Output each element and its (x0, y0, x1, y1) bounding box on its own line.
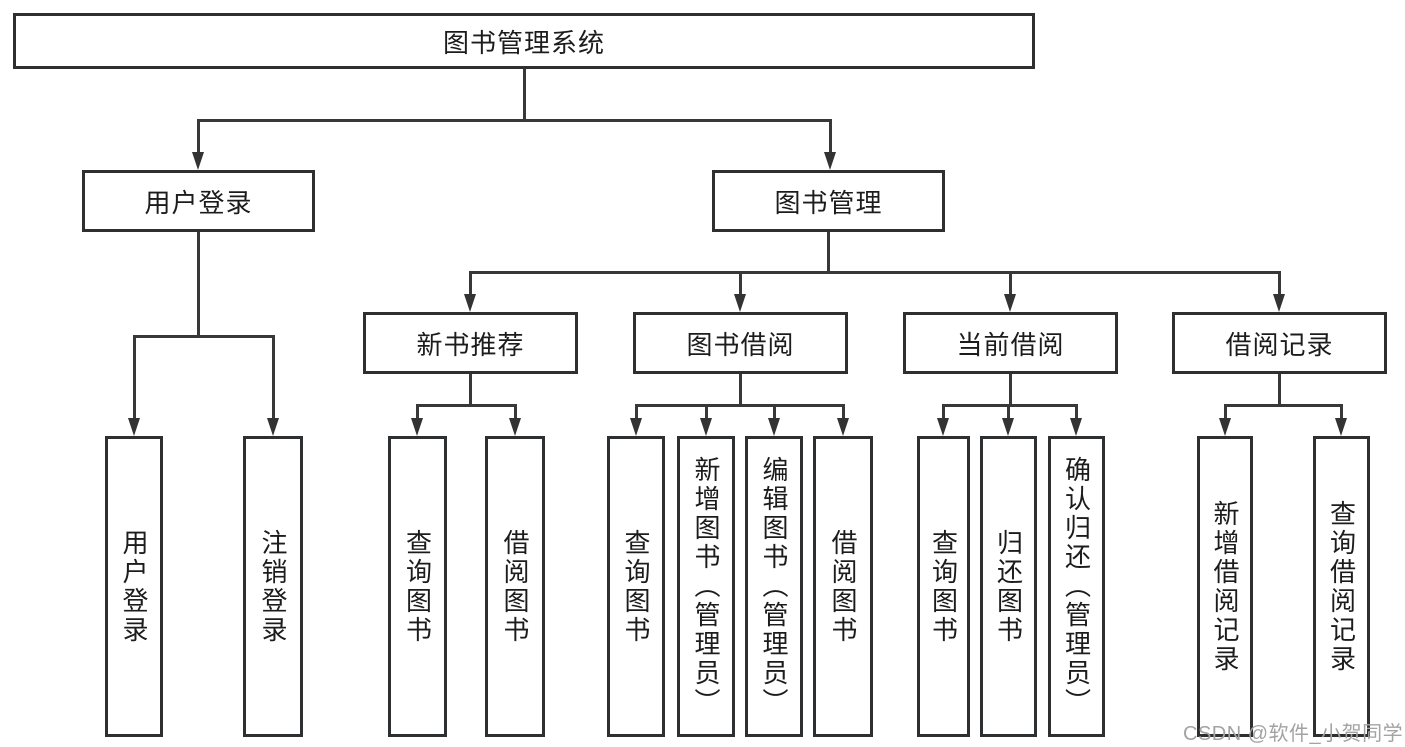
root-node-label: 图书管理系统 (442, 27, 605, 58)
edit-book-admin-label: 编辑图书（管理员） (759, 456, 789, 717)
connector-borrow-drop-1 (635, 404, 638, 419)
connector-login-bar (133, 335, 274, 338)
logout-leaf-node: 注销登录 (243, 436, 303, 737)
arrowhead-new-book-recommend (464, 294, 476, 312)
current-borrow-label: 当前借阅 (956, 329, 1065, 360)
connector-login-stem (197, 232, 200, 335)
arrowhead-current-confirm (1070, 418, 1082, 436)
query-borrow-record-leaf-node: 查询借阅记录 (1313, 436, 1370, 737)
connector-recommend-stem (469, 374, 472, 405)
arrowhead-borrow-edit (768, 418, 780, 436)
borrow-query-book-leaf-node: 查询图书 (607, 436, 665, 737)
connector-root-left-drop (197, 119, 200, 153)
query-borrow-record-label: 查询借阅记录 (1326, 499, 1357, 674)
recommend-query-book-label: 查询图书 (402, 528, 433, 645)
return-book-leaf-node: 归还图书 (980, 436, 1037, 737)
connector-record-drop-2 (1340, 404, 1343, 419)
arrowhead-record-query (1335, 418, 1347, 436)
connector-login-drop-1 (133, 335, 136, 419)
arrowhead-borrow-borrow (837, 418, 849, 436)
arrowhead-user-login (192, 152, 204, 170)
connector-record-stem (1278, 374, 1281, 405)
arrowhead-borrow-query (630, 418, 642, 436)
book-management-node: 图书管理 (712, 170, 945, 232)
logout-leaf-label: 注销登录 (258, 528, 288, 645)
user-login-leaf-label: 用户登录 (119, 528, 149, 645)
connector-root-bar (197, 119, 831, 122)
new-book-recommend-node: 新书推荐 (363, 312, 578, 374)
root-node: 图书管理系统 (13, 13, 1035, 69)
connector-borrow-drop-4 (842, 404, 845, 419)
add-book-admin-label: 新增图书（管理员） (691, 456, 721, 717)
connector-mgmt-stem (827, 232, 830, 272)
connector-borrow-bar (635, 404, 844, 407)
edit-book-admin-leaf-node: 编辑图书（管理员） (745, 436, 803, 737)
connector-login-drop-2 (272, 335, 275, 419)
arrowhead-logout-leaf (267, 418, 279, 436)
user-login-node-label: 用户登录 (144, 187, 253, 218)
borrow-record-label: 借阅记录 (1225, 329, 1334, 360)
new-book-recommend-label: 新书推荐 (416, 329, 525, 360)
arrowhead-user-login-leaf (128, 418, 140, 436)
connector-mgmt-drop-1 (469, 271, 472, 295)
connector-borrow-drop-2 (705, 404, 708, 419)
connector-current-drop-2 (1007, 404, 1010, 419)
connector-root-stem (523, 68, 526, 119)
add-book-admin-leaf-node: 新增图书（管理员） (677, 436, 735, 737)
book-borrow-node: 图书借阅 (633, 312, 848, 374)
current-borrow-node: 当前借阅 (903, 312, 1118, 374)
borrow-borrow-book-label: 借阅图书 (828, 528, 858, 645)
arrowhead-book-management (824, 152, 836, 170)
connector-record-drop-1 (1224, 404, 1227, 419)
confirm-return-admin-label: 确认归还（管理员） (1061, 456, 1092, 717)
add-borrow-record-label: 新增借阅记录 (1210, 499, 1240, 674)
arrowhead-borrow-add (700, 418, 712, 436)
connector-recommend-drop-2 (514, 404, 517, 419)
connector-record-bar (1224, 404, 1342, 407)
borrow-query-book-label: 查询图书 (621, 528, 651, 645)
recommend-borrow-book-label: 借阅图书 (500, 528, 530, 645)
recommend-borrow-book-leaf-node: 借阅图书 (485, 436, 545, 737)
confirm-return-admin-leaf-node: 确认归还（管理员） (1048, 436, 1105, 737)
connector-current-bar (942, 404, 1077, 407)
connector-recommend-bar (416, 404, 516, 407)
arrowhead-current-return (1002, 418, 1014, 436)
arrowhead-borrow-record (1273, 294, 1285, 312)
connector-current-drop-3 (1075, 404, 1078, 419)
connector-root-right-drop (829, 119, 832, 153)
arrowhead-record-add (1219, 418, 1231, 436)
current-query-book-label: 查询图书 (928, 528, 959, 645)
user-login-leaf-node: 用户登录 (105, 436, 163, 737)
user-login-node: 用户登录 (82, 170, 315, 232)
connector-current-drop-1 (942, 404, 945, 419)
arrowhead-book-borrow (734, 294, 746, 312)
arrowhead-current-borrow (1004, 294, 1016, 312)
arrowhead-current-query (937, 418, 949, 436)
borrow-record-node: 借阅记录 (1172, 312, 1387, 374)
arrowhead-recommend-borrow (509, 418, 521, 436)
borrow-borrow-book-leaf-node: 借阅图书 (813, 436, 873, 737)
connector-mgmt-drop-2 (739, 271, 742, 295)
current-query-book-leaf-node: 查询图书 (917, 436, 970, 737)
connector-mgmt-drop-3 (1009, 271, 1012, 295)
connector-borrow-stem (739, 374, 742, 405)
return-book-label: 归还图书 (993, 528, 1024, 645)
connector-current-stem (1009, 374, 1012, 405)
connector-recommend-drop-1 (416, 404, 419, 419)
connector-mgmt-bar (469, 271, 1281, 274)
book-borrow-label: 图书借阅 (686, 329, 795, 360)
add-borrow-record-leaf-node: 新增借阅记录 (1197, 436, 1253, 737)
connector-borrow-drop-3 (773, 404, 776, 419)
arrowhead-recommend-query (411, 418, 423, 436)
recommend-query-book-leaf-node: 查询图书 (388, 436, 447, 737)
connector-mgmt-drop-4 (1278, 271, 1281, 295)
book-management-node-label: 图书管理 (774, 187, 883, 218)
watermark-text: CSDN @软件_小贺同学 (1183, 723, 1404, 745)
